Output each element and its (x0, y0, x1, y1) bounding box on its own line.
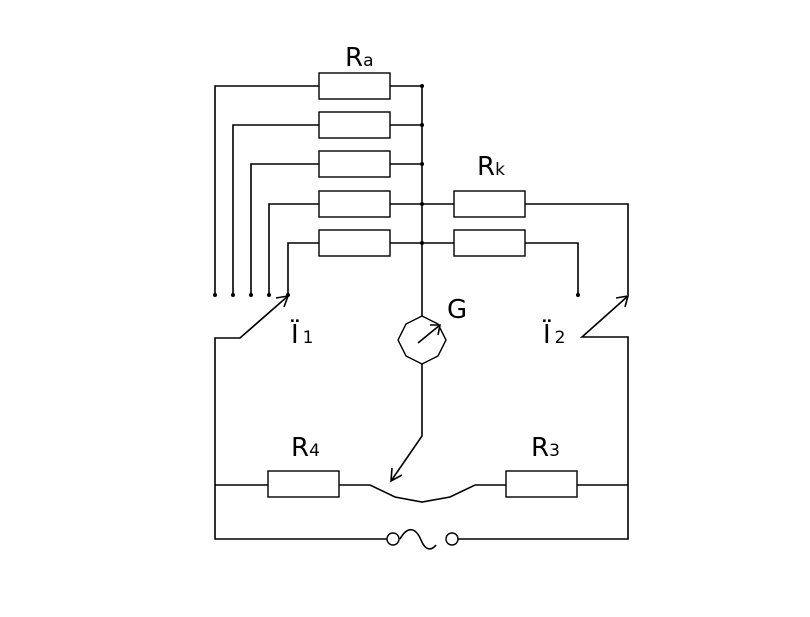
label-r4: R4 (291, 433, 320, 463)
label-rk: Rk (477, 152, 505, 182)
label-r3: R3 (531, 433, 560, 463)
r3-resistor (505, 470, 578, 498)
galvanometer-icon (397, 315, 447, 365)
switch-p2 (579, 295, 630, 485)
ra-resistor-5 (318, 229, 391, 257)
ac-source-icon (214, 485, 629, 550)
lower-bridge-arm (215, 470, 628, 503)
ra-resistor-4 (318, 190, 391, 218)
rk-resistor-1 (453, 190, 526, 218)
bus-junctions (420, 84, 424, 245)
slide-wire (339, 484, 506, 503)
ra-resistor-2 (318, 111, 391, 139)
ra-resistor-bank (214, 72, 454, 295)
switch-contacts (213, 293, 580, 297)
label-g: G (447, 295, 467, 325)
rk-resistor-2 (453, 229, 526, 257)
label-ra: Ra (345, 43, 374, 73)
switch-p1 (214, 294, 290, 485)
r4-resistor (267, 470, 340, 498)
slider-arrow (390, 364, 423, 483)
ra-resistor-3 (318, 150, 391, 178)
ra-resistor-1 (318, 72, 391, 100)
rk-resistors (453, 190, 629, 295)
